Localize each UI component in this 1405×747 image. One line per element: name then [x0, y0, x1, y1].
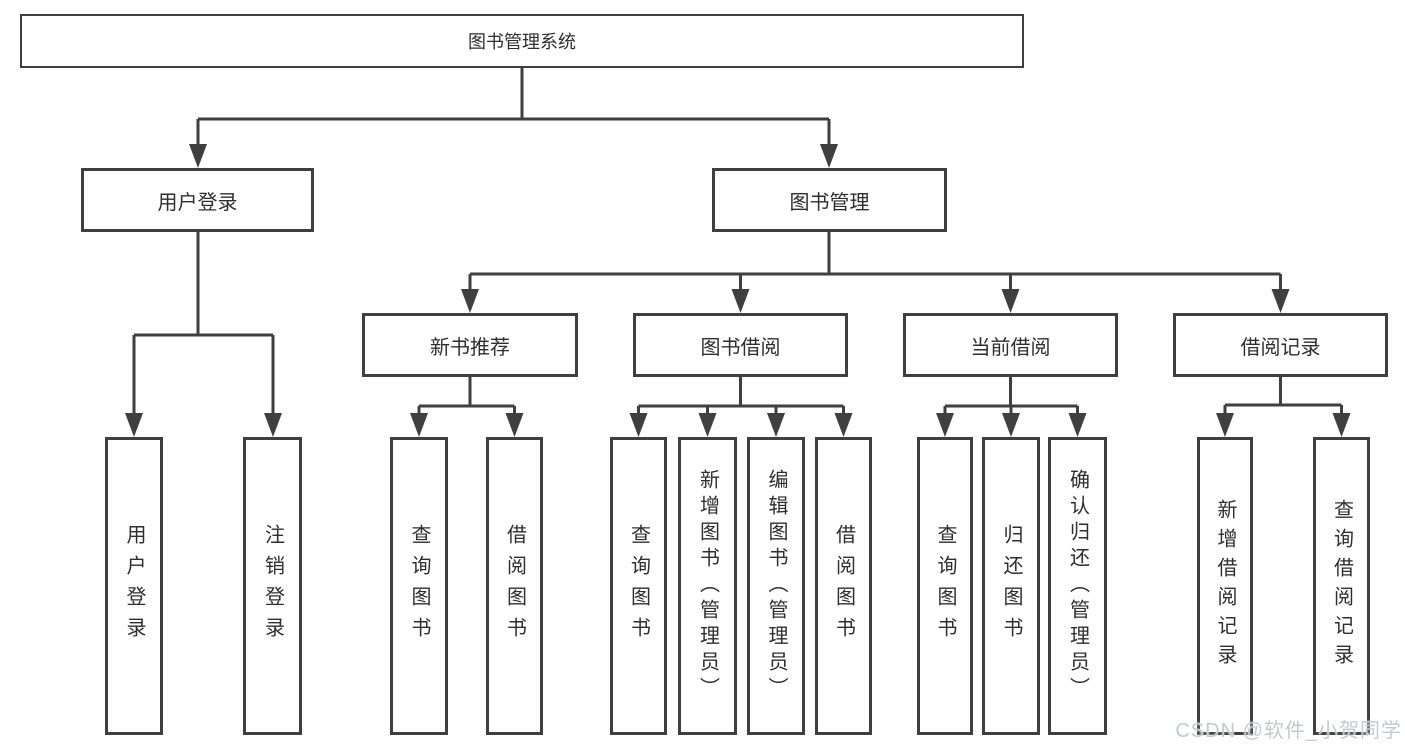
- leaf-add-books-admin: 新增图书（管理员）: [678, 437, 737, 735]
- node-book-management-branch: 图书管理: [712, 168, 947, 232]
- connector-recommend-to-leaves: [417, 377, 516, 415]
- leaf-recommend-borrow-books: 借阅图书: [486, 437, 543, 735]
- leaf-add-borrow-record: 新增借阅记录: [1197, 437, 1253, 735]
- node-label: 归还图书: [1000, 524, 1022, 648]
- connector-root-to-level2: [196, 68, 831, 146]
- node-book-borrowing: 图书借阅: [633, 313, 848, 377]
- leaf-user-login: 用户登录: [105, 437, 163, 735]
- connector-borrow-to-leaves: [637, 377, 845, 415]
- connector-book-mgmt-to-level3: [468, 232, 1282, 292]
- leaf-confirm-return-admin: 确认归还（管理员）: [1048, 437, 1107, 735]
- node-label: 用户登录: [123, 524, 145, 648]
- leaf-edit-books-admin: 编辑图书（管理员）: [747, 437, 805, 735]
- node-label: 当前借阅: [970, 336, 1051, 359]
- node-current-borrowing: 当前借阅: [903, 313, 1118, 377]
- node-label: 注销登录: [261, 524, 284, 648]
- node-borrowing-records: 借阅记录: [1173, 313, 1388, 377]
- node-label: 图书管理: [789, 191, 870, 214]
- node-label: 借阅图书: [503, 524, 526, 648]
- node-new-book-recommend: 新书推荐: [362, 313, 578, 377]
- node-label: 新书推荐: [430, 336, 510, 359]
- node-label: 图书借阅: [700, 336, 781, 359]
- node-label: 查询图书: [408, 524, 430, 648]
- node-label: 借阅记录: [1240, 336, 1321, 359]
- leaf-borrow-books: 借阅图书: [815, 437, 872, 735]
- node-library-management-system: 图书管理系统: [20, 14, 1024, 68]
- csdn-watermark: CSDN @软件_小贺同学: [1175, 720, 1402, 742]
- node-label: 查询图书: [627, 524, 650, 648]
- leaf-borrow-query-books: 查询图书: [610, 437, 667, 735]
- node-label: 查询图书: [934, 524, 956, 648]
- node-label: 确认归还（管理员）: [1066, 469, 1089, 703]
- leaf-current-query-books: 查询图书: [917, 437, 973, 735]
- node-label: 图书管理系统: [468, 32, 576, 52]
- connector-user-login-to-leaves: [132, 232, 275, 415]
- arrowheads: [125, 144, 1351, 437]
- connector-records-to-leaves: [1223, 377, 1343, 415]
- node-label: 查询借阅记录: [1330, 499, 1353, 673]
- connector-current-to-leaves: [943, 377, 1079, 415]
- node-label: 用户登录: [157, 191, 238, 214]
- leaf-logout: 注销登录: [243, 437, 302, 735]
- node-user-login-branch: 用户登录: [81, 168, 314, 232]
- node-label: 编辑图书（管理员）: [765, 469, 787, 703]
- node-label: 借阅图书: [832, 524, 855, 648]
- leaf-recommend-query-books: 查询图书: [390, 437, 448, 735]
- node-label: 新增借阅记录: [1214, 499, 1236, 673]
- node-label: 新增图书（管理员）: [696, 469, 719, 703]
- leaf-query-borrow-record: 查询借阅记录: [1313, 437, 1370, 735]
- leaf-return-books: 归还图书: [982, 437, 1040, 735]
